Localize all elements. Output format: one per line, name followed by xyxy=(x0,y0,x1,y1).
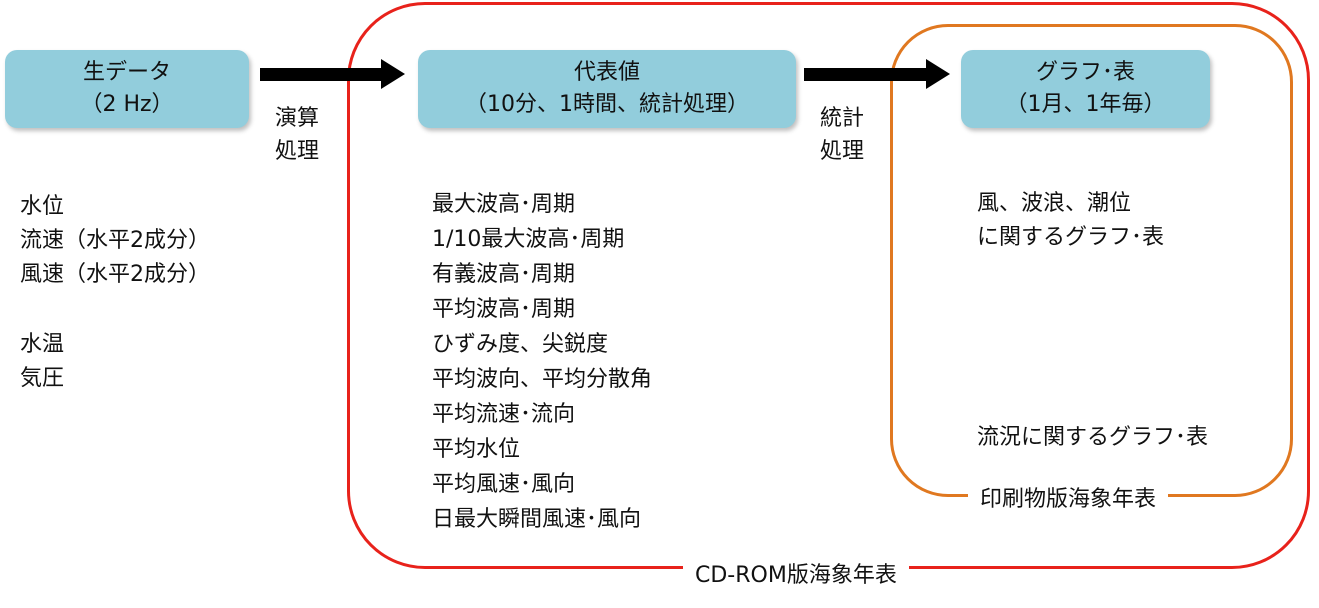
representative-values-list: 最大波高･周期 1/10最大波高･周期 有義波高･周期 平均波高･周期 ひずみ度… xyxy=(432,187,652,537)
representative-values-box: 代表値 （10分、1時間、統計処理） xyxy=(418,50,796,128)
graph-table-box: グラフ･表 （1月、1年毎） xyxy=(961,50,1210,128)
list-item: 1/10最大波高･周期 xyxy=(432,227,625,252)
print-frame-label: 印刷物版海象年表 xyxy=(968,487,1169,513)
raw-data-sub: （2 Hz） xyxy=(80,92,174,117)
cdrom-frame-label: CD-ROM版海象年表 xyxy=(683,563,909,589)
list-item: 平均波高･周期 xyxy=(432,297,576,322)
raw-data-box: 生データ （2 Hz） xyxy=(5,50,249,128)
representative-values-title: 代表値 xyxy=(573,60,640,85)
arrow-raw-to-representative xyxy=(260,59,405,89)
list-item: 日最大瞬間風速･風向 xyxy=(432,507,642,532)
graph-table-sub: （1月、1年毎） xyxy=(1005,92,1166,117)
list-item: 有義波高･周期 xyxy=(432,262,576,287)
list-item: 流況に関するグラフ･表 xyxy=(977,425,1209,450)
process-label-statistics: 統計 処理 xyxy=(820,106,865,164)
raw-data-list: 水位 流速（水平2成分） 風速（水平2成分） 水温 気圧 xyxy=(20,190,210,396)
arrow-representative-to-graph xyxy=(804,59,950,89)
list-item: 平均風速･風向 xyxy=(432,472,576,497)
list-item: ひずみ度、尖鋭度 xyxy=(432,332,609,357)
list-item: に関するグラフ･表 xyxy=(977,225,1165,250)
list-item: 風速（水平2成分） xyxy=(20,262,210,287)
list-item: 風、波浪、潮位 xyxy=(977,191,1132,216)
list-item: 平均水位 xyxy=(432,437,521,462)
list-item: 気圧 xyxy=(20,366,65,391)
raw-data-title: 生データ xyxy=(82,60,171,85)
representative-values-sub: （10分、1時間、統計処理） xyxy=(465,92,749,117)
process-label-compute: 演算 処理 xyxy=(275,106,320,164)
flow-graph-item: 流況に関するグラフ･表 xyxy=(977,421,1208,455)
list-item: 最大波高･周期 xyxy=(432,192,576,217)
graph-table-title: グラフ･表 xyxy=(1035,60,1135,85)
list-item: 平均波向、平均分散角 xyxy=(432,367,653,392)
list-item: 水温 xyxy=(20,332,65,357)
list-item: 流速（水平2成分） xyxy=(20,228,210,253)
list-item: 水位 xyxy=(20,194,65,219)
list-item: 平均流速･流向 xyxy=(432,402,576,427)
graph-items-list: 風、波浪、潮位 に関するグラフ･表 xyxy=(977,187,1164,255)
